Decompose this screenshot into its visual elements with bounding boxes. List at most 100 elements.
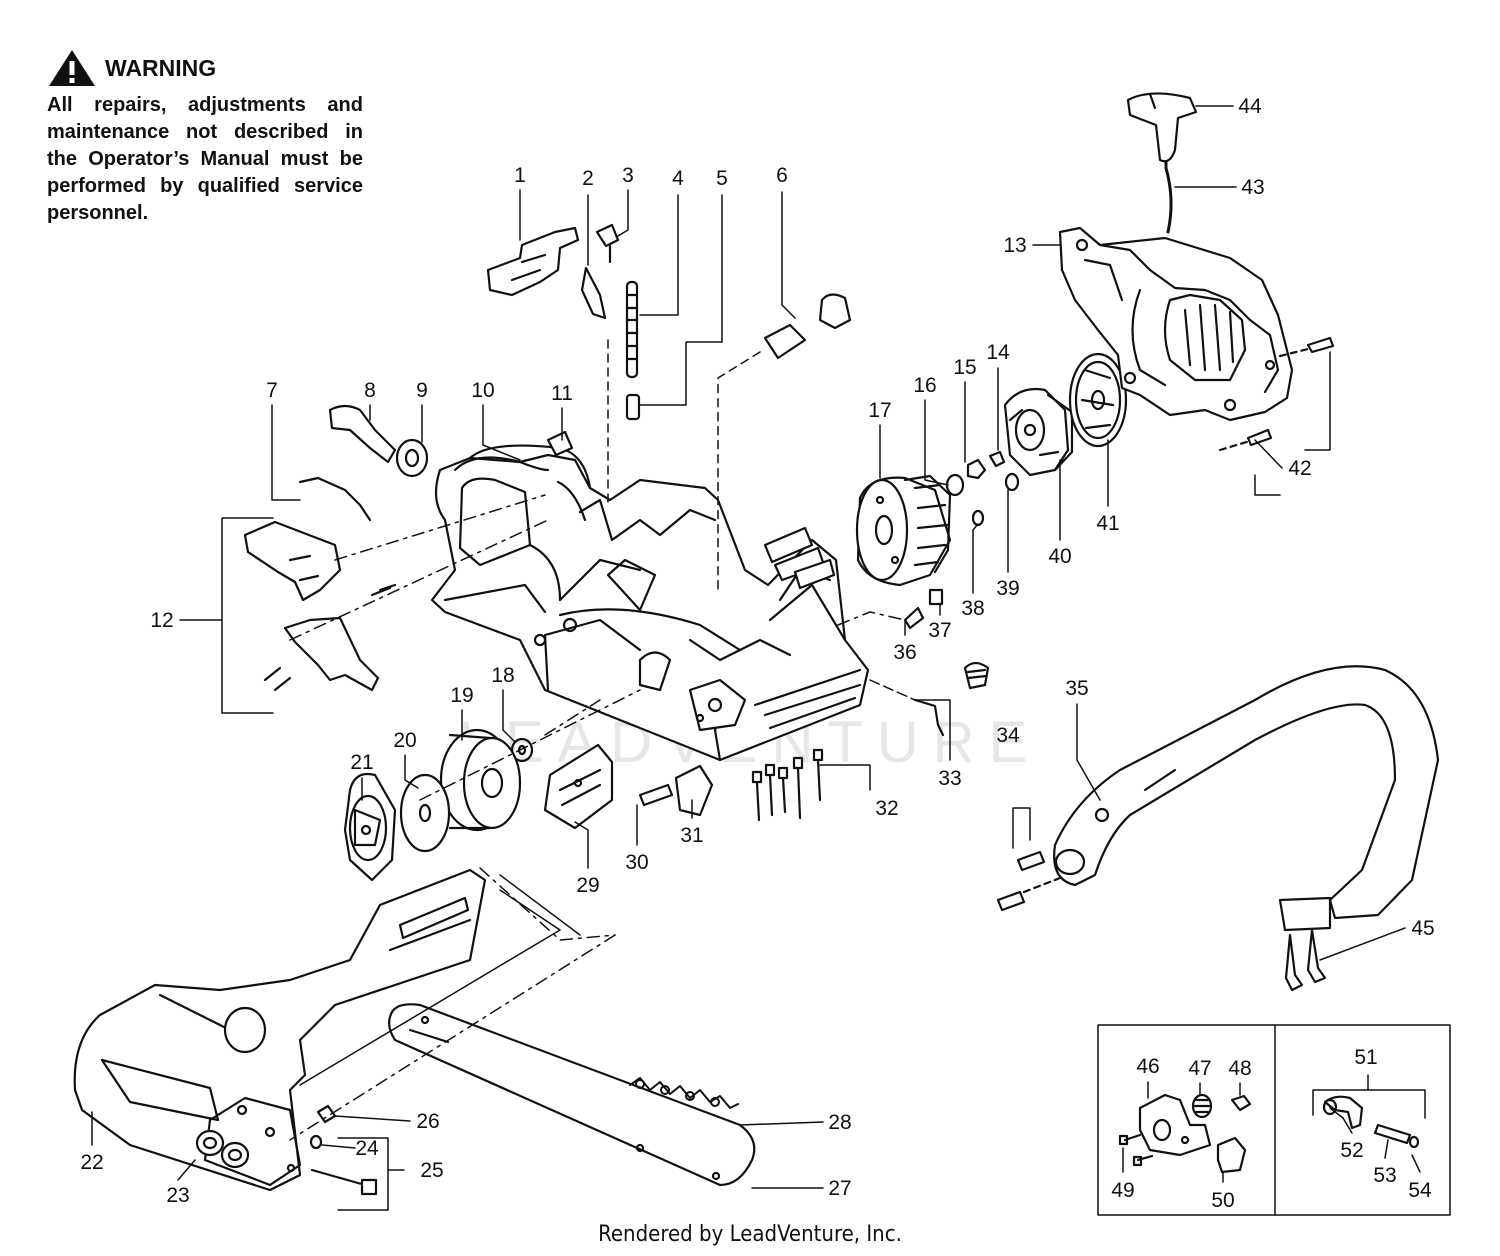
- callout-30: 30: [625, 851, 648, 874]
- part-starter-handle: [1126, 92, 1198, 163]
- part-pin-4: [625, 280, 639, 379]
- part-clutch-drum-19: [439, 728, 522, 832]
- callout-2: 2: [582, 167, 594, 190]
- callout-53: 53: [1373, 1164, 1396, 1187]
- callout-54: 54: [1408, 1179, 1432, 1202]
- callout-44: 44: [1238, 95, 1262, 118]
- part-pin-14: [988, 450, 1006, 468]
- callout-23: 23: [166, 1184, 189, 1207]
- part-washer-38: [971, 509, 985, 527]
- callout-18: 18: [491, 664, 514, 687]
- part-cylinder-bolts: [763, 526, 836, 590]
- part-screw-3: [595, 223, 620, 264]
- callout-34: 34: [996, 724, 1020, 747]
- callout-1: 1: [514, 164, 526, 187]
- part-nuts-23: [195, 1129, 250, 1169]
- callout-13: 13: [1003, 234, 1026, 257]
- part-bolt-30: [638, 783, 674, 807]
- callout-41: 41: [1096, 512, 1119, 535]
- callout-33: 33: [938, 767, 961, 790]
- inset-oil-pump-box: [1097, 1024, 1451, 1216]
- callout-47: 47: [1188, 1057, 1211, 1080]
- callout-16: 16: [913, 374, 936, 397]
- callout-29: 29: [576, 874, 599, 897]
- callout-37: 37: [928, 619, 951, 642]
- callout-17: 17: [868, 399, 891, 422]
- callout-12: 12: [150, 609, 173, 632]
- part-spring-2: [580, 266, 607, 320]
- part-oil-cap-33: [963, 661, 990, 690]
- part-wire-33: [913, 698, 945, 737]
- part-tensioner-screw-25: [310, 1168, 378, 1196]
- warning-heading: WARNING: [47, 48, 363, 88]
- part-starter-rope: [1164, 160, 1173, 234]
- callout-42: 42: [1288, 457, 1311, 480]
- part-saw-chain: [629, 1077, 739, 1109]
- callout-24: 24: [355, 1137, 379, 1160]
- part-bushing-9: [395, 438, 429, 478]
- part-crankcase-handle: [430, 444, 870, 762]
- part-bolts-45: [1284, 928, 1327, 992]
- part-bolts-34: [996, 850, 1062, 912]
- callout-49: 49: [1111, 1179, 1134, 1202]
- callout-8: 8: [364, 379, 376, 402]
- callout-48: 48: [1228, 1057, 1251, 1080]
- part-cap-11: [546, 430, 574, 457]
- callout-38: 38: [961, 597, 984, 620]
- part-guide-bar: [388, 1003, 756, 1187]
- callout-50: 50: [1211, 1189, 1234, 1212]
- part-cap-37: [928, 588, 944, 606]
- callout-14: 14: [986, 341, 1010, 364]
- callout-25: 25: [420, 1159, 443, 1182]
- callout-20: 20: [393, 729, 416, 752]
- part-front-handle: [1053, 665, 1440, 932]
- footer-credit: Rendered by LeadVenture, Inc.: [598, 1222, 902, 1247]
- part-fitting-5: [625, 393, 641, 421]
- callout-21: 21: [350, 751, 373, 774]
- warning-title: WARNING: [105, 54, 217, 81]
- callout-45: 45: [1411, 917, 1434, 940]
- part-spark-plug-36: [903, 606, 925, 630]
- part-screws-42: [1218, 336, 1335, 452]
- part-bracket-31: [674, 764, 714, 817]
- callout-19: 19: [450, 684, 473, 707]
- callout-10: 10: [471, 379, 494, 402]
- part-lever-8: [328, 404, 397, 464]
- part-starter-pulley: [1068, 352, 1128, 448]
- warning-box: WARNING All repairs, adjustments and mai…: [47, 48, 363, 227]
- part-washer-16: [945, 473, 965, 497]
- part-starter-hub: [1003, 387, 1074, 477]
- part-spring-7: [298, 476, 372, 522]
- callout-7: 7: [266, 379, 278, 402]
- callout-9: 9: [416, 379, 428, 402]
- part-clutch-plate-20: [399, 773, 451, 853]
- callout-36: 36: [893, 641, 916, 664]
- callout-46: 46: [1136, 1055, 1159, 1078]
- callout-51: 51: [1354, 1046, 1377, 1069]
- callout-6: 6: [776, 164, 788, 187]
- part-bolts-32: [751, 748, 824, 822]
- callout-27: 27: [828, 1177, 851, 1200]
- part-sprocket-cover: [73, 868, 487, 1192]
- leader-lines: [91, 105, 1426, 1211]
- part-throttle-1: [486, 226, 580, 297]
- callout-32: 32: [875, 797, 898, 820]
- callout-22: 22: [80, 1151, 103, 1174]
- part-washer-24: [309, 1134, 323, 1150]
- part-filter-cap-6: [763, 293, 852, 360]
- callout-35: 35: [1065, 677, 1088, 700]
- callout-5: 5: [716, 167, 728, 190]
- part-clutch-21: [343, 772, 397, 882]
- part-starter-cover: [1058, 226, 1294, 422]
- callout-15: 15: [953, 356, 976, 379]
- part-nut-15: [966, 458, 987, 480]
- part-washer-39: [1004, 472, 1020, 492]
- callout-3: 3: [622, 164, 634, 187]
- warning-triangle-icon: [49, 50, 95, 86]
- callout-4: 4: [672, 167, 684, 190]
- callout-28: 28: [828, 1111, 851, 1134]
- callout-52: 52: [1340, 1139, 1363, 1162]
